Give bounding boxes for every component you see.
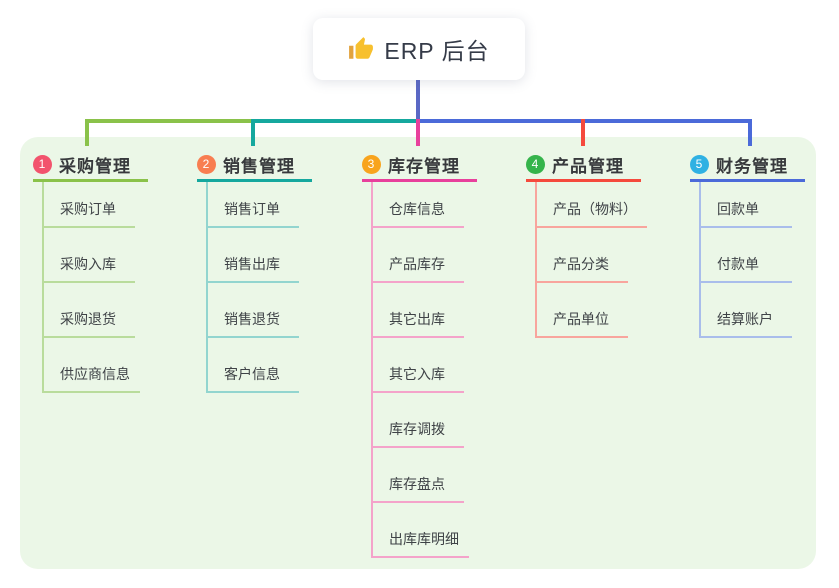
connector-line: [748, 119, 752, 146]
child-node[interactable]: 回款单: [699, 182, 792, 228]
branch-purchasing: 1 采购管理 采购订单 采购入库 采购退货 供应商信息: [33, 149, 148, 393]
child-node[interactable]: 产品分类: [535, 228, 628, 283]
branch-children: 回款单 付款单 结算账户: [699, 182, 805, 338]
child-node[interactable]: 库存调拨: [371, 393, 464, 448]
thumbs-up-icon: [348, 36, 374, 62]
child-node[interactable]: 客户信息: [206, 338, 299, 393]
child-node[interactable]: 销售出库: [206, 228, 299, 283]
root-node[interactable]: ERP 后台: [313, 18, 525, 80]
branch-inventory: 3 库存管理 仓库信息 产品库存 其它出库 其它入库 库存调拨 库存盘点 出库库…: [362, 149, 477, 558]
child-node[interactable]: 采购订单: [42, 182, 135, 228]
child-node[interactable]: 销售订单: [206, 182, 299, 228]
branch-header-sales[interactable]: 2 销售管理: [197, 149, 312, 182]
branch-label: 产品管理: [552, 156, 624, 176]
branch-number-badge: 5: [690, 154, 709, 174]
branches-panel: [20, 137, 816, 569]
connector-line: [253, 119, 418, 123]
child-node[interactable]: 销售退货: [206, 283, 299, 338]
connector-line: [251, 119, 255, 146]
branch-children: 仓库信息 产品库存 其它出库 其它入库 库存调拨 库存盘点 出库库明细: [371, 182, 477, 558]
connector-line: [85, 119, 255, 123]
branch-number-badge: 4: [526, 154, 545, 174]
branch-header-product[interactable]: 4 产品管理: [526, 149, 641, 182]
child-node[interactable]: 产品（物料）: [535, 182, 647, 228]
child-node[interactable]: 结算账户: [699, 283, 792, 338]
branch-children: 产品（物料） 产品分类 产品单位: [535, 182, 647, 338]
branch-header-finance[interactable]: 5 财务管理: [690, 149, 805, 182]
branch-label: 采购管理: [59, 156, 131, 176]
child-node[interactable]: 仓库信息: [371, 182, 464, 228]
branch-sales: 2 销售管理 销售订单 销售出库 销售退货 客户信息: [197, 149, 312, 393]
child-node[interactable]: 其它入库: [371, 338, 464, 393]
child-node[interactable]: 产品库存: [371, 228, 464, 283]
branch-label: 财务管理: [716, 156, 788, 176]
branch-number-badge: 1: [33, 154, 52, 174]
branch-finance: 5 财务管理 回款单 付款单 结算账户: [690, 149, 805, 338]
child-node[interactable]: 产品单位: [535, 283, 628, 338]
connector-line: [416, 119, 420, 146]
branch-children: 采购订单 采购入库 采购退货 供应商信息: [42, 182, 148, 393]
child-node[interactable]: 采购退货: [42, 283, 135, 338]
branch-number-badge: 2: [197, 154, 216, 174]
child-node[interactable]: 其它出库: [371, 283, 464, 338]
branch-header-purchasing[interactable]: 1 采购管理: [33, 149, 148, 182]
branch-label: 库存管理: [388, 156, 460, 176]
child-node[interactable]: 采购入库: [42, 228, 135, 283]
branch-label: 销售管理: [223, 156, 295, 176]
child-node[interactable]: 付款单: [699, 228, 792, 283]
branch-product: 4 产品管理 产品（物料） 产品分类 产品单位: [526, 149, 647, 338]
child-node[interactable]: 供应商信息: [42, 338, 140, 393]
connector-line: [418, 119, 752, 123]
branch-header-inventory[interactable]: 3 库存管理: [362, 149, 477, 182]
connector-line: [581, 119, 585, 146]
root-node-label: ERP 后台: [384, 38, 490, 64]
branch-number-badge: 3: [362, 154, 381, 174]
child-node[interactable]: 出库库明细: [371, 503, 469, 558]
connector-line: [85, 119, 89, 146]
root-stem-line: [416, 80, 420, 121]
child-node[interactable]: 库存盘点: [371, 448, 464, 503]
branch-children: 销售订单 销售出库 销售退货 客户信息: [206, 182, 312, 393]
